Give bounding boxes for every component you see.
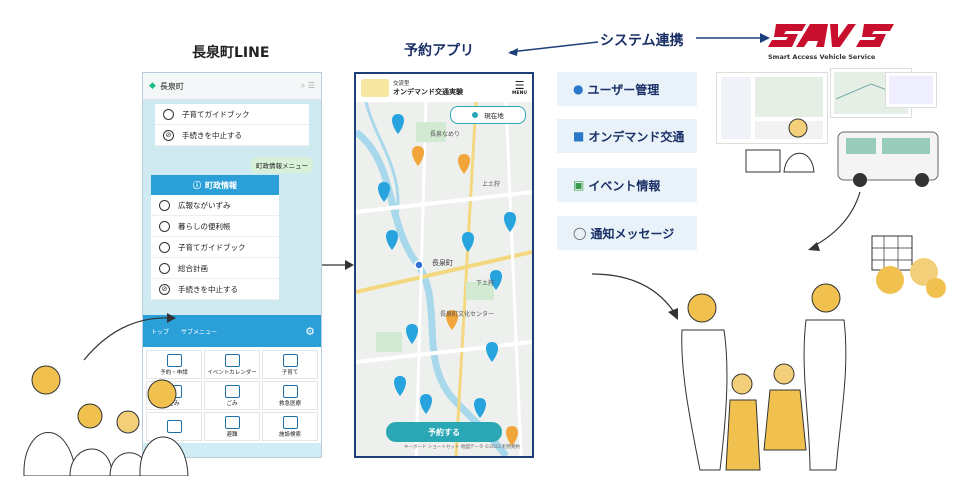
user-icon: ● [573, 82, 584, 96]
feature-events: ▣イベント情報 [557, 168, 697, 202]
line-chat-title: 長泉町 [159, 81, 184, 91]
rich-menu-tabs: トップ サブメニュー ⚙ [143, 315, 321, 347]
menu-button[interactable]: ☰ MENU [512, 78, 527, 96]
app-to-family-arrow [591, 273, 678, 320]
family-to-line-arrow [83, 313, 176, 361]
map-label: 上土狩 [482, 180, 500, 188]
dashboard-screenshot [716, 72, 828, 144]
shield-icon: ◆ [149, 81, 156, 91]
line-card-item[interactable]: 広報ながいずみ [151, 195, 279, 216]
map-pin-icon[interactable] [386, 230, 398, 250]
van-to-family-arrow [808, 191, 861, 251]
app-header-small: 交流型 [393, 81, 410, 87]
book-icon [159, 199, 170, 211]
operator-and-van-illustration [745, 118, 939, 187]
app-header-title: オンデマンド交通実験 [393, 88, 463, 96]
compass-icon [159, 262, 170, 274]
map-label: 長泉町 [432, 258, 453, 267]
tab-sub[interactable]: サブメニュー [181, 328, 218, 336]
grid-item[interactable]: 施設検索 [262, 412, 318, 441]
feature-user-management: ●ユーザー管理 [557, 72, 697, 106]
feature-on-demand: ■オンデマンド交通 [557, 119, 697, 153]
line-card-item[interactable]: ⊘手続きを中止する [151, 279, 279, 300]
reserve-button[interactable]: 予約する [386, 422, 502, 442]
speech-icon: ◯ [573, 226, 587, 240]
chat-bubble: 町政情報メニュー [251, 157, 313, 173]
dashboard-screenshot [885, 72, 937, 108]
map-pin-icon[interactable] [394, 376, 406, 396]
line-top-menu: 子育てガイドブック ⊘手続きを中止する [155, 104, 309, 146]
map-label: 長泉なめり [430, 130, 460, 138]
savs-tagline: Smart Access Vehicle Service [768, 53, 876, 61]
bus-logo-icon [361, 79, 389, 97]
map-pin-icon[interactable] [474, 398, 486, 418]
current-location-button[interactable]: 現在地 [450, 106, 526, 124]
line-card-item[interactable]: 暮らしの便利帳 [151, 216, 279, 237]
house-icon [159, 220, 170, 232]
line-top-item[interactable]: 子育てガイドブック [155, 104, 309, 125]
map-pin-icon[interactable] [392, 114, 404, 134]
book-icon [159, 241, 170, 253]
map-label: 長泉町文化センター [440, 310, 494, 318]
line-to-app-arrow [322, 260, 354, 270]
map-pin-icon[interactable] [486, 342, 498, 362]
grid-item[interactable]: 避難 [204, 412, 260, 441]
family-illustration-right [681, 283, 847, 471]
grid-item[interactable]: 子育て [262, 350, 318, 379]
map-pin-icon[interactable] [462, 232, 474, 252]
map-pin-icon[interactable] [506, 426, 518, 446]
cancel-icon: ⊘ [163, 129, 174, 141]
map[interactable]: 長泉町 長泉なめり 上土狩 下土狩 長泉町文化センター キーボード ショートカッ… [356, 102, 532, 456]
system-link-label: システム連携 [600, 33, 684, 49]
line-title: 長泉町LINE [192, 45, 270, 61]
map-pin-icon[interactable] [378, 182, 390, 202]
app-screen: 交流型 オンデマンド交通実験 ☰ MENU 長泉町 長泉なめり 上土狩 下土狩 … [354, 72, 534, 458]
map-pin-icon[interactable] [406, 324, 418, 344]
map-pin-icon[interactable] [504, 212, 516, 232]
savs-logo: Smart Access Vehicle Service [768, 20, 900, 61]
system-link-arrow [508, 33, 770, 56]
book-icon [163, 108, 174, 120]
map-pin-icon[interactable] [490, 270, 502, 290]
map-pin-icon[interactable] [446, 310, 458, 330]
map-label: 下土狩 [476, 279, 494, 287]
info-icon: ⓘ [193, 180, 201, 190]
map-footer: キーボード ショートカット 地図データ ©2023 利用規約 [404, 443, 521, 450]
grid-item[interactable]: 救急医療 [262, 381, 318, 410]
gear-icon[interactable]: ⚙ [305, 324, 315, 338]
grid-item[interactable]: イベントカレンダー [204, 350, 260, 379]
family-illustration-left [23, 365, 189, 476]
cancel-icon: ⊘ [159, 283, 170, 295]
app-title: 予約アプリ [404, 43, 474, 59]
grid-item[interactable]: ごみ [204, 381, 260, 410]
app-header: 交流型 オンデマンド交通実験 ☰ MENU [356, 74, 532, 102]
town-illustration [871, 235, 946, 298]
header-icons: ⌕ ☰ [300, 81, 315, 90]
rich-menu-grid: 予約・申請 イベントカレンダー 子育て ごみ ごみ 救急医療 避難 施設検索 [143, 347, 321, 444]
map-pin-icon[interactable] [412, 146, 424, 166]
map-pin-icon[interactable] [420, 394, 432, 414]
rich-menu-footer [143, 443, 321, 457]
line-top-item[interactable]: ⊘手続きを中止する [155, 125, 309, 146]
map-icon: ▣ [573, 178, 585, 192]
hamburger-icon: ☰ [514, 78, 525, 92]
car-icon: ■ [573, 129, 585, 143]
feature-notifications: ◯通知メッセージ [557, 216, 697, 250]
line-card-item[interactable]: 総合計画 [151, 258, 279, 279]
map-pin-icon[interactable] [458, 154, 470, 174]
tab-top[interactable]: トップ [151, 328, 170, 336]
location-dot-icon [472, 112, 479, 118]
line-card-item[interactable]: 子育てガイドブック [151, 237, 279, 258]
line-chat-header: ◆ 長泉町 ⌕ ☰ [143, 73, 321, 100]
grid-item[interactable]: 予約・申請 [146, 350, 202, 379]
